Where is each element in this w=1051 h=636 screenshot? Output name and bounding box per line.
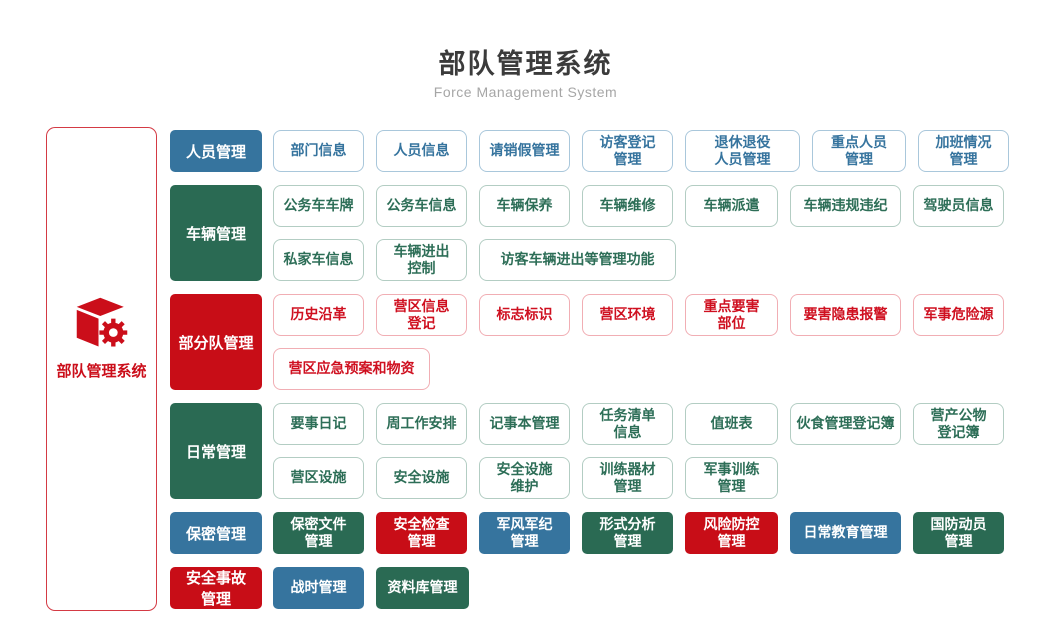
- item-key-critical-parts: 重点要害 部位: [685, 294, 778, 336]
- item-leave-management: 请销假管理: [479, 130, 570, 172]
- root-system-label: 部队管理系统: [56, 362, 147, 380]
- cube-gear-icon: [76, 297, 127, 347]
- diagram-rows: 人员管理 部门信息 人员信息 请销假管理 访客登记 管理 退休退役 人员管理 重…: [170, 130, 1009, 622]
- item-military-hazard-source: 军事危险源: [913, 294, 1004, 336]
- item-retired-personnel-management: 退休退役 人员管理: [685, 130, 800, 172]
- item-vehicle-dispatch: 车辆派遣: [685, 185, 778, 227]
- item-camp-property-register: 营产公物 登记簿: [913, 403, 1004, 445]
- item-signs-marks: 标志标识: [479, 294, 570, 336]
- item-personnel-info: 人员信息: [376, 130, 467, 172]
- category-secrecy-management: 保密管理: [170, 512, 262, 554]
- item-department-info: 部门信息: [273, 130, 364, 172]
- category-daily-management: 日常管理: [170, 403, 262, 499]
- root-system-panel: 部队管理系统: [46, 127, 157, 611]
- row-daily: 日常管理 要事日记 周工作安排 记事本管理 任务清单 信息 值班表 伙食管理登记…: [170, 403, 1009, 499]
- category-vehicle-management: 车辆管理: [170, 185, 262, 281]
- item-vehicle-access-control: 车辆进出 控制: [376, 239, 467, 281]
- item-history: 历史沿革: [273, 294, 364, 336]
- item-visitor-registration: 访客登记 管理: [582, 130, 673, 172]
- item-overtime-management: 加班情况 管理: [918, 130, 1009, 172]
- item-key-events-diary: 要事日记: [273, 403, 364, 445]
- box-wartime-management: 战时管理: [273, 567, 364, 609]
- item-vehicle-violations: 车辆违规违纪: [790, 185, 901, 227]
- item-task-list-info: 任务清单 信息: [582, 403, 673, 445]
- row-subunit: 部分队管理 历史沿革 营区信息 登记 标志标识 营区环境 重点要害 部位 要害隐…: [170, 294, 1009, 390]
- item-official-vehicle-info: 公务车信息: [376, 185, 467, 227]
- item-camp-facilities: 营区设施: [273, 457, 364, 499]
- box-risk-control-management: 风险防控 管理: [685, 512, 778, 554]
- item-private-vehicle-info: 私家车信息: [273, 239, 364, 281]
- item-official-vehicle-plate: 公务车车牌: [273, 185, 364, 227]
- item-mess-management-register: 伙食管理登记簿: [790, 403, 901, 445]
- item-hazard-alarm: 要害隐患报警: [790, 294, 901, 336]
- box-safety-accident-management: 安全事故 管理: [170, 567, 262, 609]
- item-safety-facility-maintenance: 安全设施 维护: [479, 457, 570, 499]
- box-secret-document-management: 保密文件 管理: [273, 512, 364, 554]
- row-secrecy: 保密管理 保密文件 管理 安全检查 管理 军风军纪 管理 形式分析 管理 风险防…: [170, 512, 1009, 554]
- row-personnel: 人员管理 部门信息 人员信息 请销假管理 访客登记 管理 退休退役 人员管理 重…: [170, 130, 1009, 172]
- item-camp-emergency-plan: 营区应急预案和物资: [273, 348, 430, 390]
- row-vehicle: 车辆管理 公务车车牌 公务车信息 车辆保养 车辆维修 车辆派遣 车辆违规违纪 驾…: [170, 185, 1009, 281]
- box-national-defense-mobilization-management: 国防动员 管理: [913, 512, 1004, 554]
- item-military-training-management: 军事训练 管理: [685, 457, 778, 499]
- item-weekly-work-plan: 周工作安排: [376, 403, 467, 445]
- page-subtitle: Force Management System: [433, 84, 618, 100]
- box-situation-analysis-management: 形式分析 管理: [582, 512, 673, 554]
- item-driver-info: 驾驶员信息: [913, 185, 1004, 227]
- item-safety-facilities: 安全设施: [376, 457, 467, 499]
- category-personnel-management: 人员管理: [170, 130, 262, 172]
- item-camp-info-registration: 营区信息 登记: [376, 294, 467, 336]
- item-key-personnel-management: 重点人员 管理: [812, 130, 906, 172]
- box-safety-inspection-management: 安全检查 管理: [376, 512, 467, 554]
- item-vehicle-maintenance: 车辆保养: [479, 185, 570, 227]
- item-visitor-vehicle-access: 访客车辆进出等管理功能: [479, 239, 676, 281]
- item-training-equipment-management: 训练器材 管理: [582, 457, 673, 499]
- box-database-management: 资料库管理: [376, 567, 469, 609]
- page-title: 部队管理系统: [438, 49, 613, 79]
- box-military-discipline-management: 军风军纪 管理: [479, 512, 570, 554]
- item-vehicle-repair: 车辆维修: [582, 185, 673, 227]
- category-subunit-management: 部分队管理: [170, 294, 262, 390]
- item-notebook-management: 记事本管理: [479, 403, 570, 445]
- box-daily-education-management: 日常教育管理: [790, 512, 901, 554]
- item-duty-roster: 值班表: [685, 403, 778, 445]
- row-bottom: 安全事故 管理 战时管理 资料库管理: [170, 567, 1009, 609]
- item-camp-environment: 营区环境: [582, 294, 673, 336]
